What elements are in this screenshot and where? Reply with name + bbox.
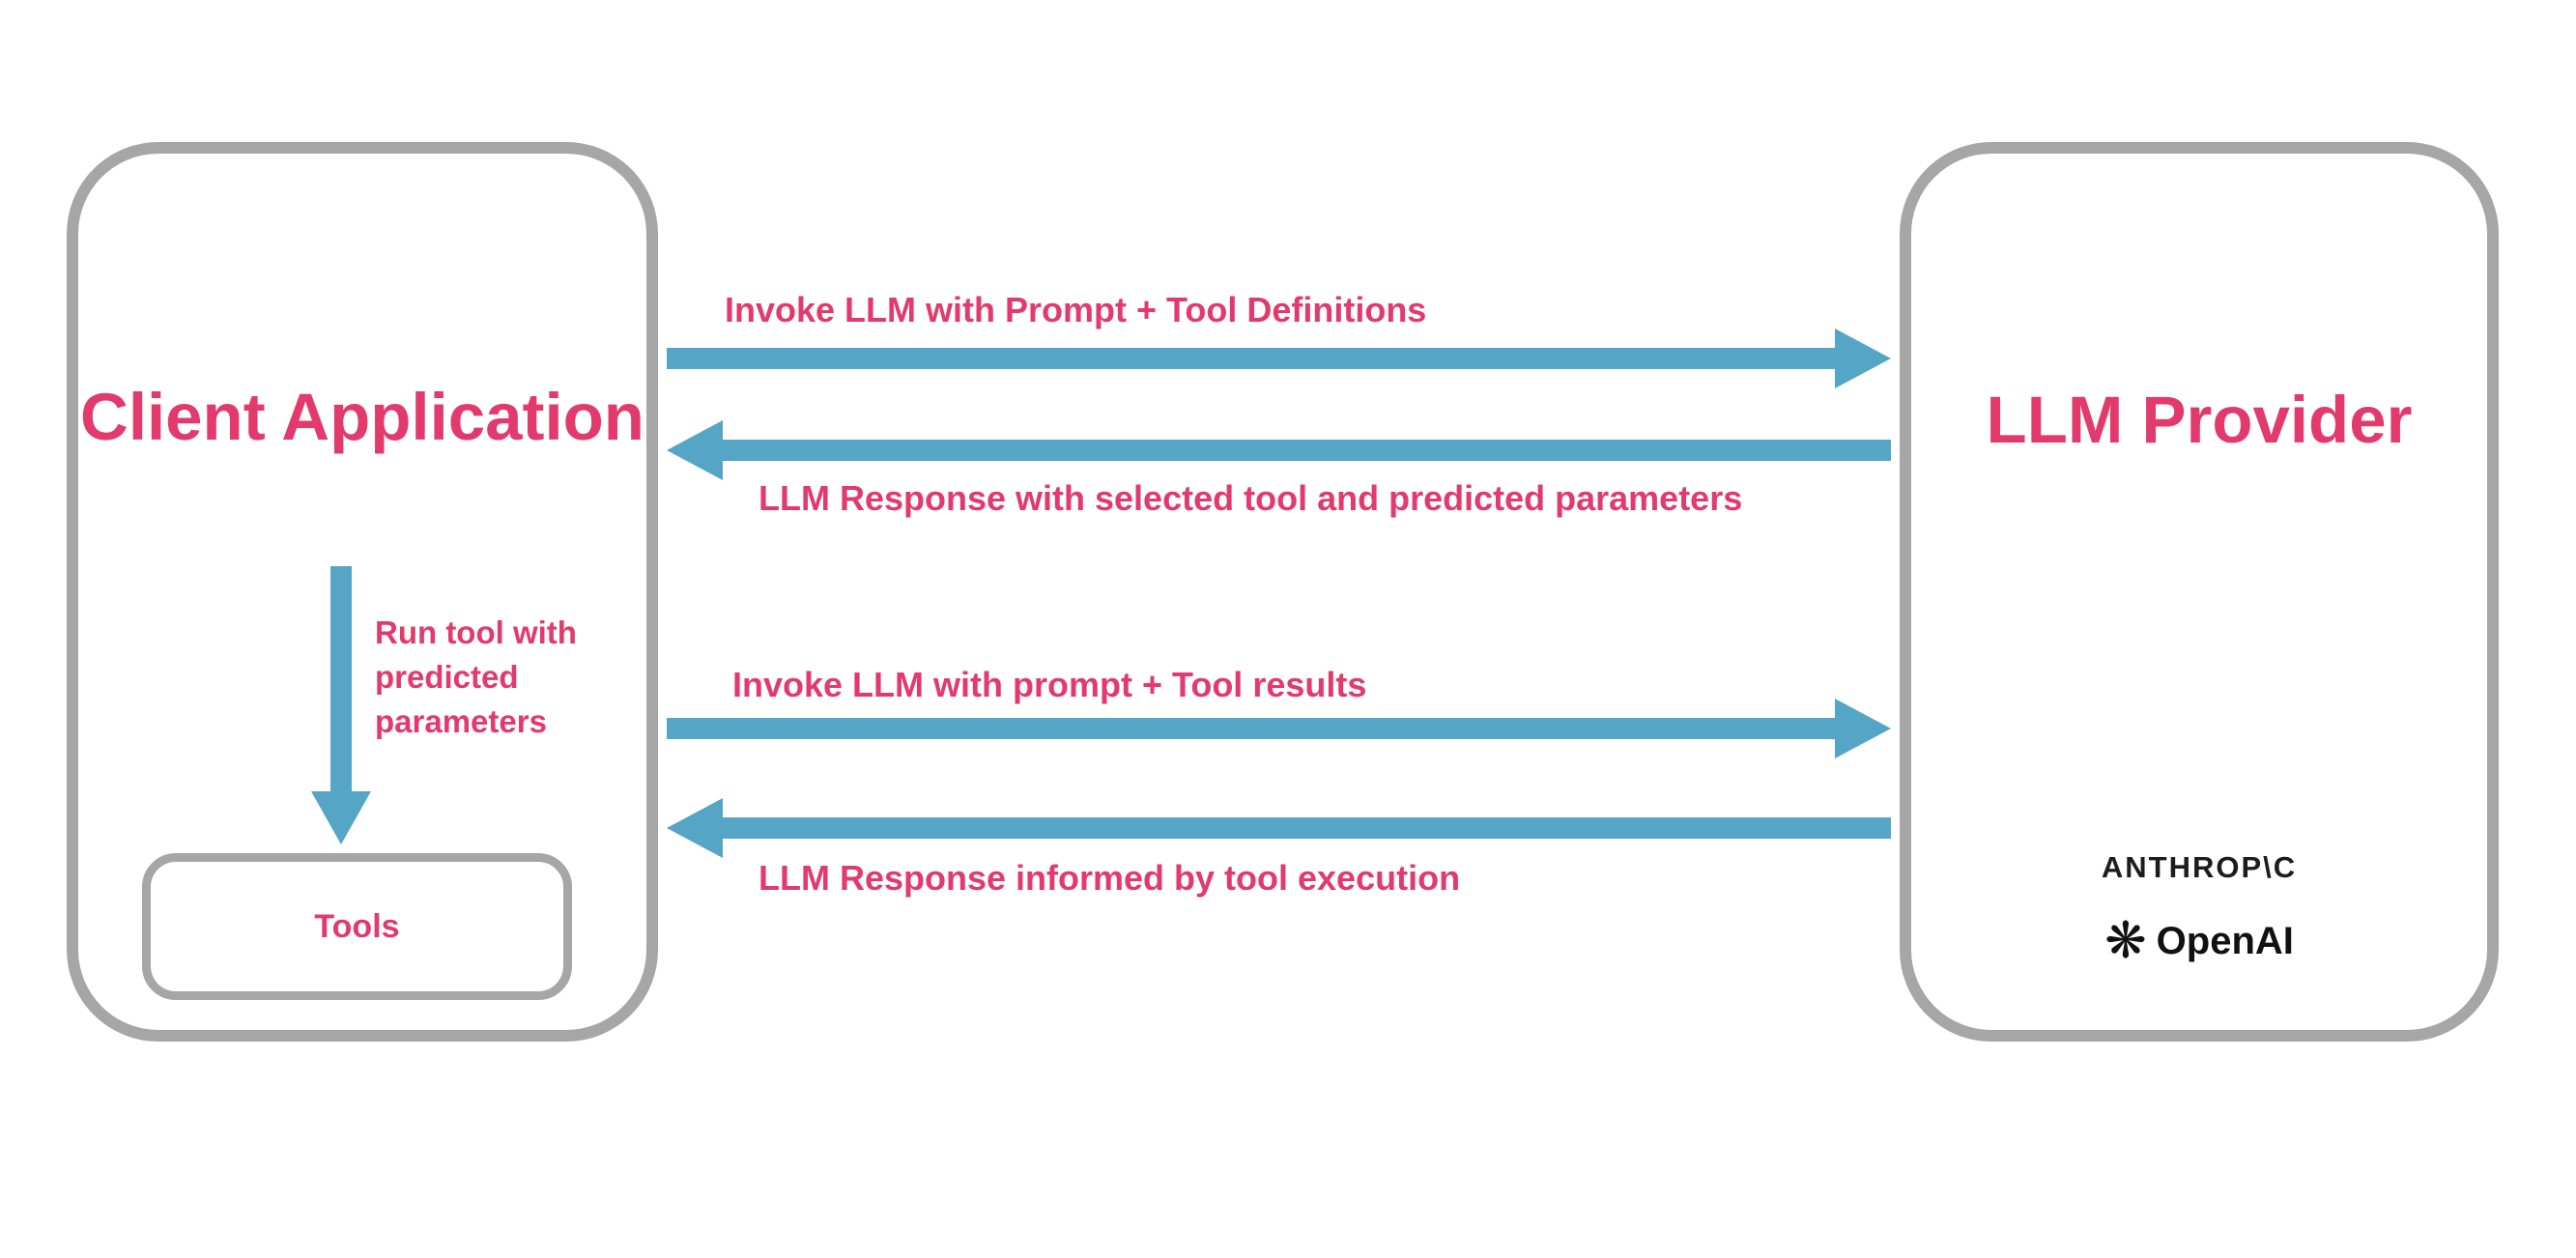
arrow-left-icon — [667, 798, 723, 858]
openai-mark-icon: ❋ — [2104, 913, 2147, 969]
arrow-right-icon — [1835, 329, 1891, 388]
openai-logo: ❋ OpenAI — [1900, 916, 2499, 966]
arrow-1-label: Invoke LLM with Prompt + Tool Definition… — [725, 290, 1427, 329]
openai-logo-label: OpenAI — [2156, 919, 2294, 962]
arrow-right-icon — [1835, 699, 1891, 758]
client-application-title: Client Application — [80, 380, 644, 454]
arrow-1-right — [667, 329, 1891, 388]
run-tool-note: Run tool with predicted parameters — [375, 615, 577, 740]
anthropic-logo: ANTHROP\C — [2101, 850, 2298, 884]
arrow-4-left — [667, 798, 1891, 858]
run-tool-arrow — [311, 566, 371, 844]
arrow-4-label: LLM Response informed by tool execution — [758, 858, 1461, 898]
arrow-down-icon — [311, 791, 371, 844]
arrow-left-icon — [667, 420, 723, 480]
arrow-3-label: Invoke LLM with prompt + Tool results — [732, 665, 1367, 704]
client-application-box — [67, 142, 658, 1042]
run-tool-arrow-line — [330, 566, 352, 791]
llm-provider-title: LLM Provider — [1986, 383, 2413, 457]
tools-label: Tools — [314, 907, 400, 945]
arrow-3-line — [667, 718, 1835, 739]
arrow-2-label: LLM Response with selected tool and pred… — [758, 478, 1743, 518]
llm-provider-box — [1900, 142, 2499, 1042]
arrow-4-line — [723, 817, 1891, 839]
arrow-2-line — [723, 440, 1891, 461]
arrow-1-line — [667, 348, 1835, 369]
tools-box: Tools — [142, 853, 572, 1000]
arrow-3-right — [667, 699, 1891, 758]
arrow-2-left — [667, 420, 1891, 480]
